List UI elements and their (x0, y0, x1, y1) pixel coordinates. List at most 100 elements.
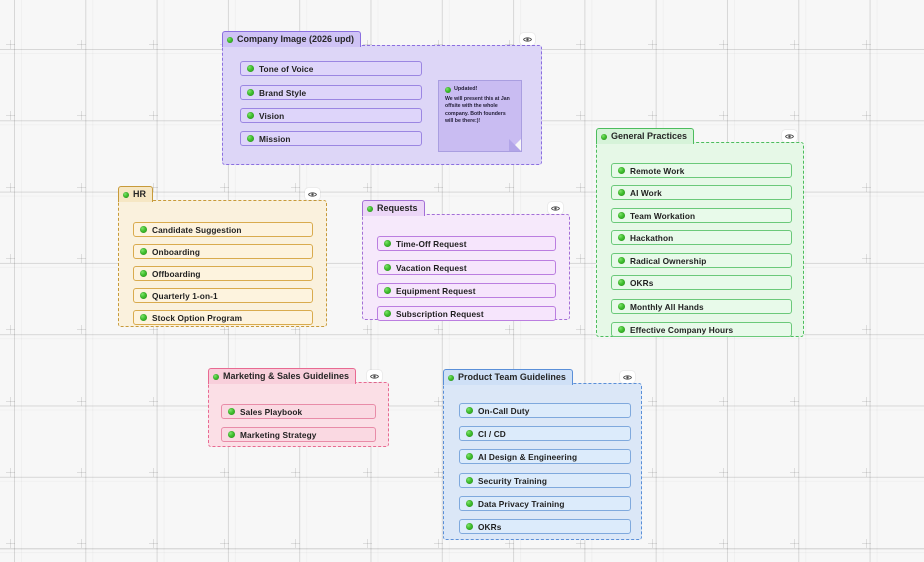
visibility-toggle-button[interactable] (782, 130, 797, 142)
visibility-toggle-button[interactable] (620, 371, 635, 383)
section-title-requests[interactable]: Requests (362, 200, 425, 216)
card-label: Hackathon (630, 232, 674, 243)
card-item[interactable]: Team Workation (611, 208, 792, 223)
green-status-dot-icon (384, 264, 391, 271)
sticky-note-title: Updated! (445, 86, 515, 94)
eye-icon (623, 368, 632, 386)
card-label: AI Work (630, 187, 662, 198)
section-title-product-team-guidelines[interactable]: Product Team Guidelines (443, 369, 573, 385)
card-item[interactable]: Vacation Request (377, 260, 556, 275)
section-title-marketing-sales-guidelines[interactable]: Marketing & Sales Guidelines (208, 368, 357, 384)
card-item[interactable]: Marketing Strategy (221, 427, 376, 442)
green-status-dot-icon (618, 167, 625, 174)
green-status-dot-icon (466, 453, 473, 460)
card-item[interactable]: Radical Ownership (611, 253, 792, 268)
green-status-dot-icon (618, 212, 625, 219)
card-label: Equipment Request (396, 285, 476, 296)
card-label: Radical Ownership (630, 255, 707, 266)
card-item[interactable]: Time-Off Request (377, 236, 556, 251)
green-status-dot-icon (367, 205, 373, 212)
section-title-label: Requests (377, 203, 418, 213)
card-item[interactable]: Mission (240, 131, 422, 146)
green-status-dot-icon (247, 112, 254, 119)
green-status-dot-icon (123, 191, 129, 198)
visibility-toggle-button[interactable] (305, 188, 320, 200)
card-item[interactable]: Brand Style (240, 85, 422, 100)
card-item[interactable]: Offboarding (133, 266, 313, 281)
card-label: Marketing Strategy (240, 429, 317, 440)
green-status-dot-icon (466, 500, 473, 507)
card-item[interactable]: Security Training (459, 473, 631, 488)
green-status-dot-icon (384, 240, 391, 247)
card-item[interactable]: Onboarding (133, 244, 313, 259)
section-body-hr (118, 200, 327, 327)
sticky-note[interactable]: Updated!We will present this at Jan offs… (438, 80, 522, 152)
card-item[interactable]: Hackathon (611, 230, 792, 245)
green-status-dot-icon (466, 477, 473, 484)
section-title-hr[interactable]: HR (118, 186, 153, 202)
green-status-dot-icon (618, 234, 625, 241)
card-label: Team Workation (630, 210, 696, 221)
green-status-dot-icon (247, 135, 254, 142)
visibility-toggle-button[interactable] (520, 33, 535, 45)
card-item[interactable]: Effective Company Hours (611, 322, 792, 337)
green-status-dot-icon (618, 303, 625, 310)
card-item[interactable]: Remote Work (611, 163, 792, 178)
card-item[interactable]: Subscription Request (377, 306, 556, 321)
green-status-dot-icon (466, 523, 473, 530)
visibility-toggle-button[interactable] (367, 370, 382, 382)
card-item[interactable]: CI / CD (459, 426, 631, 441)
card-item[interactable]: Stock Option Program (133, 310, 313, 325)
green-status-dot-icon (227, 36, 233, 43)
green-status-dot-icon (384, 310, 391, 317)
card-item[interactable]: Equipment Request (377, 283, 556, 298)
card-item[interactable]: OKRs (611, 275, 792, 290)
green-status-dot-icon (618, 279, 625, 286)
card-item[interactable]: Sales Playbook (221, 404, 376, 419)
card-item[interactable]: Candidate Suggestion (133, 222, 313, 237)
card-label: Sales Playbook (240, 406, 303, 417)
eye-icon (370, 367, 379, 385)
section-title-label: HR (133, 189, 146, 199)
green-status-dot-icon (618, 257, 625, 264)
green-status-dot-icon (445, 86, 451, 93)
card-item[interactable]: Tone of Voice (240, 61, 422, 76)
card-item[interactable]: Monthly All Hands (611, 299, 792, 314)
visibility-toggle-button[interactable] (548, 202, 563, 214)
card-label: On-Call Duty (478, 405, 530, 416)
card-label: AI Design & Engineering (478, 451, 578, 462)
section-title-label: Company Image (2026 upd) (237, 34, 355, 44)
green-status-dot-icon (466, 407, 473, 414)
sticky-note-title-label: Updated! (454, 86, 478, 92)
eye-icon (551, 199, 560, 217)
green-status-dot-icon (618, 326, 625, 333)
card-item[interactable]: Data Privacy Training (459, 496, 631, 511)
section-title-general-practices[interactable]: General Practices (596, 128, 695, 144)
card-item[interactable]: AI Design & Engineering (459, 449, 631, 464)
card-label: Mission (259, 133, 291, 144)
card-label: Data Privacy Training (478, 498, 565, 509)
card-label: Effective Company Hours (630, 324, 734, 335)
section-title-label: General Practices (611, 131, 688, 141)
card-item[interactable]: AI Work (611, 185, 792, 200)
card-label: Brand Style (259, 87, 307, 98)
card-label: Quarterly 1-on-1 (152, 290, 218, 301)
green-status-dot-icon (448, 374, 454, 381)
card-item[interactable]: Quarterly 1-on-1 (133, 288, 313, 303)
card-item[interactable]: On-Call Duty (459, 403, 631, 418)
green-status-dot-icon (140, 226, 147, 233)
green-status-dot-icon (228, 431, 235, 438)
card-item[interactable]: OKRs (459, 519, 631, 534)
card-label: Remote Work (630, 165, 685, 176)
eye-icon (308, 185, 317, 203)
section-title-label: Product Team Guidelines (458, 372, 566, 382)
section-title-company-image[interactable]: Company Image (2026 upd) (222, 31, 362, 47)
card-item[interactable]: Vision (240, 108, 422, 123)
